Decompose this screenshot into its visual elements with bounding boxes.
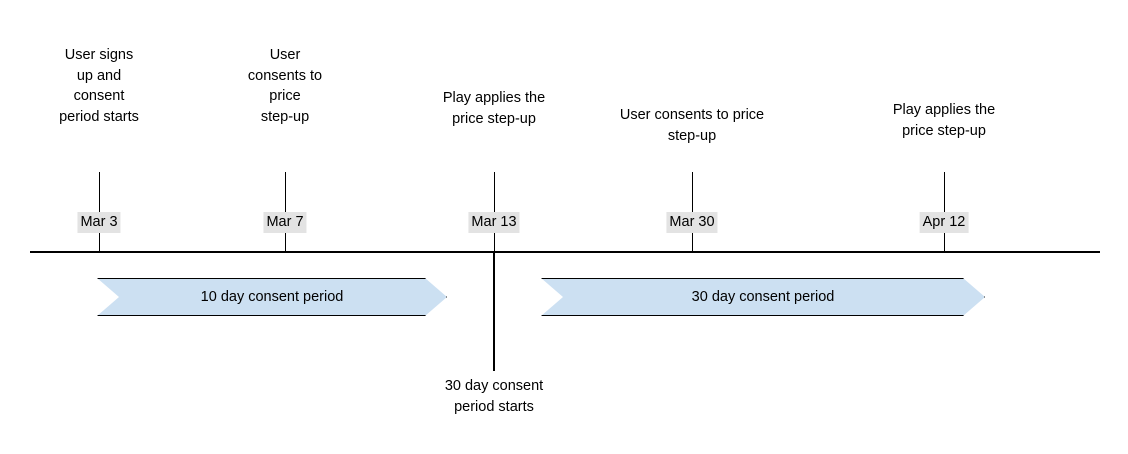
timeline-marker-mar-7: User consents to price step-up Mar 7 [186,0,384,252]
drop-caption-30-day-consent-period-starts: 30 day consent period starts [444,378,544,415]
date-chip-mar-30: Mar 30 [666,212,718,233]
drop-line-mar-13 [493,252,495,371]
timeline-marker-mar-30: User consents to price step-up Mar 30 [572,0,812,252]
marker-caption-mar-7: User consents to price step-up [247,47,323,125]
timeline-marker-apr-12: Play applies the price step-up Apr 12 [836,0,1052,252]
timeline-marker-mar-3: User signs up and consent period starts … [0,0,198,252]
date-chip-apr-12: Apr 12 [919,212,969,233]
marker-caption-mar-13: Play applies the price step-up [442,90,546,127]
marker-caption-mar-3: User signs up and consent period starts [59,47,139,125]
date-chip-mar-3: Mar 3 [77,212,121,233]
marker-caption-apr-12: Play applies the price step-up [892,102,996,139]
consent-period-banner-10-day-label: 10 day consent period [200,288,344,305]
date-chip-mar-13: Mar 13 [468,212,520,233]
timeline-axis [30,251,1100,253]
date-chip-mar-7: Mar 7 [263,212,307,233]
marker-caption-mar-30: User consents to price step-up [619,107,765,144]
consent-period-banner-30-day: 30 day consent period [541,278,985,316]
consent-period-banner-30-day-label: 30 day consent period [691,288,835,305]
consent-period-banner-10-day: 10 day consent period [97,278,447,316]
timeline-marker-mar-13: Play applies the price step-up Mar 13 [386,0,602,252]
